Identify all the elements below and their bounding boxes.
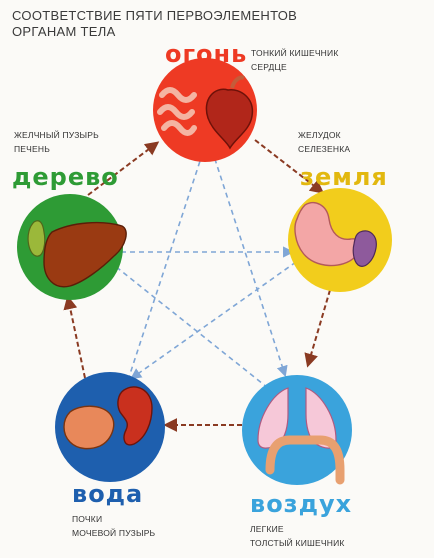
arrow-earth-to-air	[304, 289, 331, 368]
earth-organs: ЖЕЛУДОК СЕЛЕЗЕНКА	[298, 128, 350, 156]
bladder-icon	[63, 405, 115, 450]
arrow-water-to-fire	[127, 149, 206, 381]
title-line-2: ОРГАНАМ ТЕЛА	[12, 24, 116, 39]
fire-organ-1: ТОНКИЙ КИШЕЧНИК	[251, 48, 339, 58]
spleen-icon	[352, 230, 377, 267]
water-node	[55, 372, 165, 482]
earth-node	[288, 188, 392, 292]
element-name-earth: земля	[300, 163, 388, 191]
earth-organ-2: СЕЛЕЗЕНКА	[298, 144, 351, 154]
element-name-fire: огонь	[165, 40, 248, 68]
heart-icon	[205, 75, 254, 150]
large-intestine-icon	[265, 435, 345, 485]
wood-organs: ЖЕЛЧНЫЙ ПУЗЫРЬ ПЕЧЕНЬ	[14, 128, 99, 156]
air-organ-1: ЛЕГКИЕ	[250, 524, 284, 534]
page-title: СООТВЕТСТВИЕ ПЯТИ ПЕРВОЭЛЕМЕНТОВ ОРГАНАМ…	[12, 8, 312, 40]
water-organs: ПОЧКИ МОЧЕВОЙ ПУЗЫРЬ	[72, 512, 155, 540]
wood-organ-1: ЖЕЛЧНЫЙ ПУЗЫРЬ	[14, 130, 99, 140]
element-name-water: вода	[72, 480, 144, 508]
element-name-air: воздух	[250, 490, 353, 518]
arrow-water-to-wood	[63, 295, 86, 379]
fire-organs: ТОНКИЙ КИШЕЧНИК СЕРДЦЕ	[251, 46, 338, 74]
wood-organ-2: ПЕЧЕНЬ	[14, 144, 51, 154]
control-cycle-arrows	[103, 149, 297, 389]
title-line-1: СООТВЕТСТВИЕ ПЯТИ ПЕРВОЭЛЕМЕНТОВ	[12, 8, 298, 23]
arrow-fire-to-earth	[254, 139, 325, 194]
kidney-icon	[117, 386, 153, 446]
arrow-air-to-wood	[103, 256, 269, 389]
air-organ-2: ТОЛСТЫЙ КИШЕЧНИК	[250, 538, 345, 548]
generation-cycle-arrows	[63, 139, 331, 432]
wood-node	[17, 194, 127, 300]
arrow-earth-to-water	[130, 261, 297, 380]
air-organs: ЛЕГКИЕ ТОЛСТЫЙ КИШЕЧНИК	[250, 522, 345, 550]
liver-icon	[43, 221, 127, 288]
lungs-icon	[257, 387, 337, 449]
arrow-wood-to-fire	[87, 141, 160, 196]
gallbladder-icon	[27, 220, 46, 257]
fire-node	[153, 58, 257, 162]
earth-organ-1: ЖЕЛУДОК	[298, 130, 341, 140]
fire-organ-2: СЕРДЦЕ	[251, 62, 287, 72]
water-organ-2: МОЧЕВОЙ ПУЗЫРЬ	[72, 528, 156, 538]
element-name-wood: дерево	[12, 163, 119, 191]
air-node	[242, 375, 352, 485]
arrow-fire-to-air	[211, 149, 288, 378]
small-intestine-icon	[157, 87, 197, 136]
water-organ-1: ПОЧКИ	[72, 514, 103, 524]
